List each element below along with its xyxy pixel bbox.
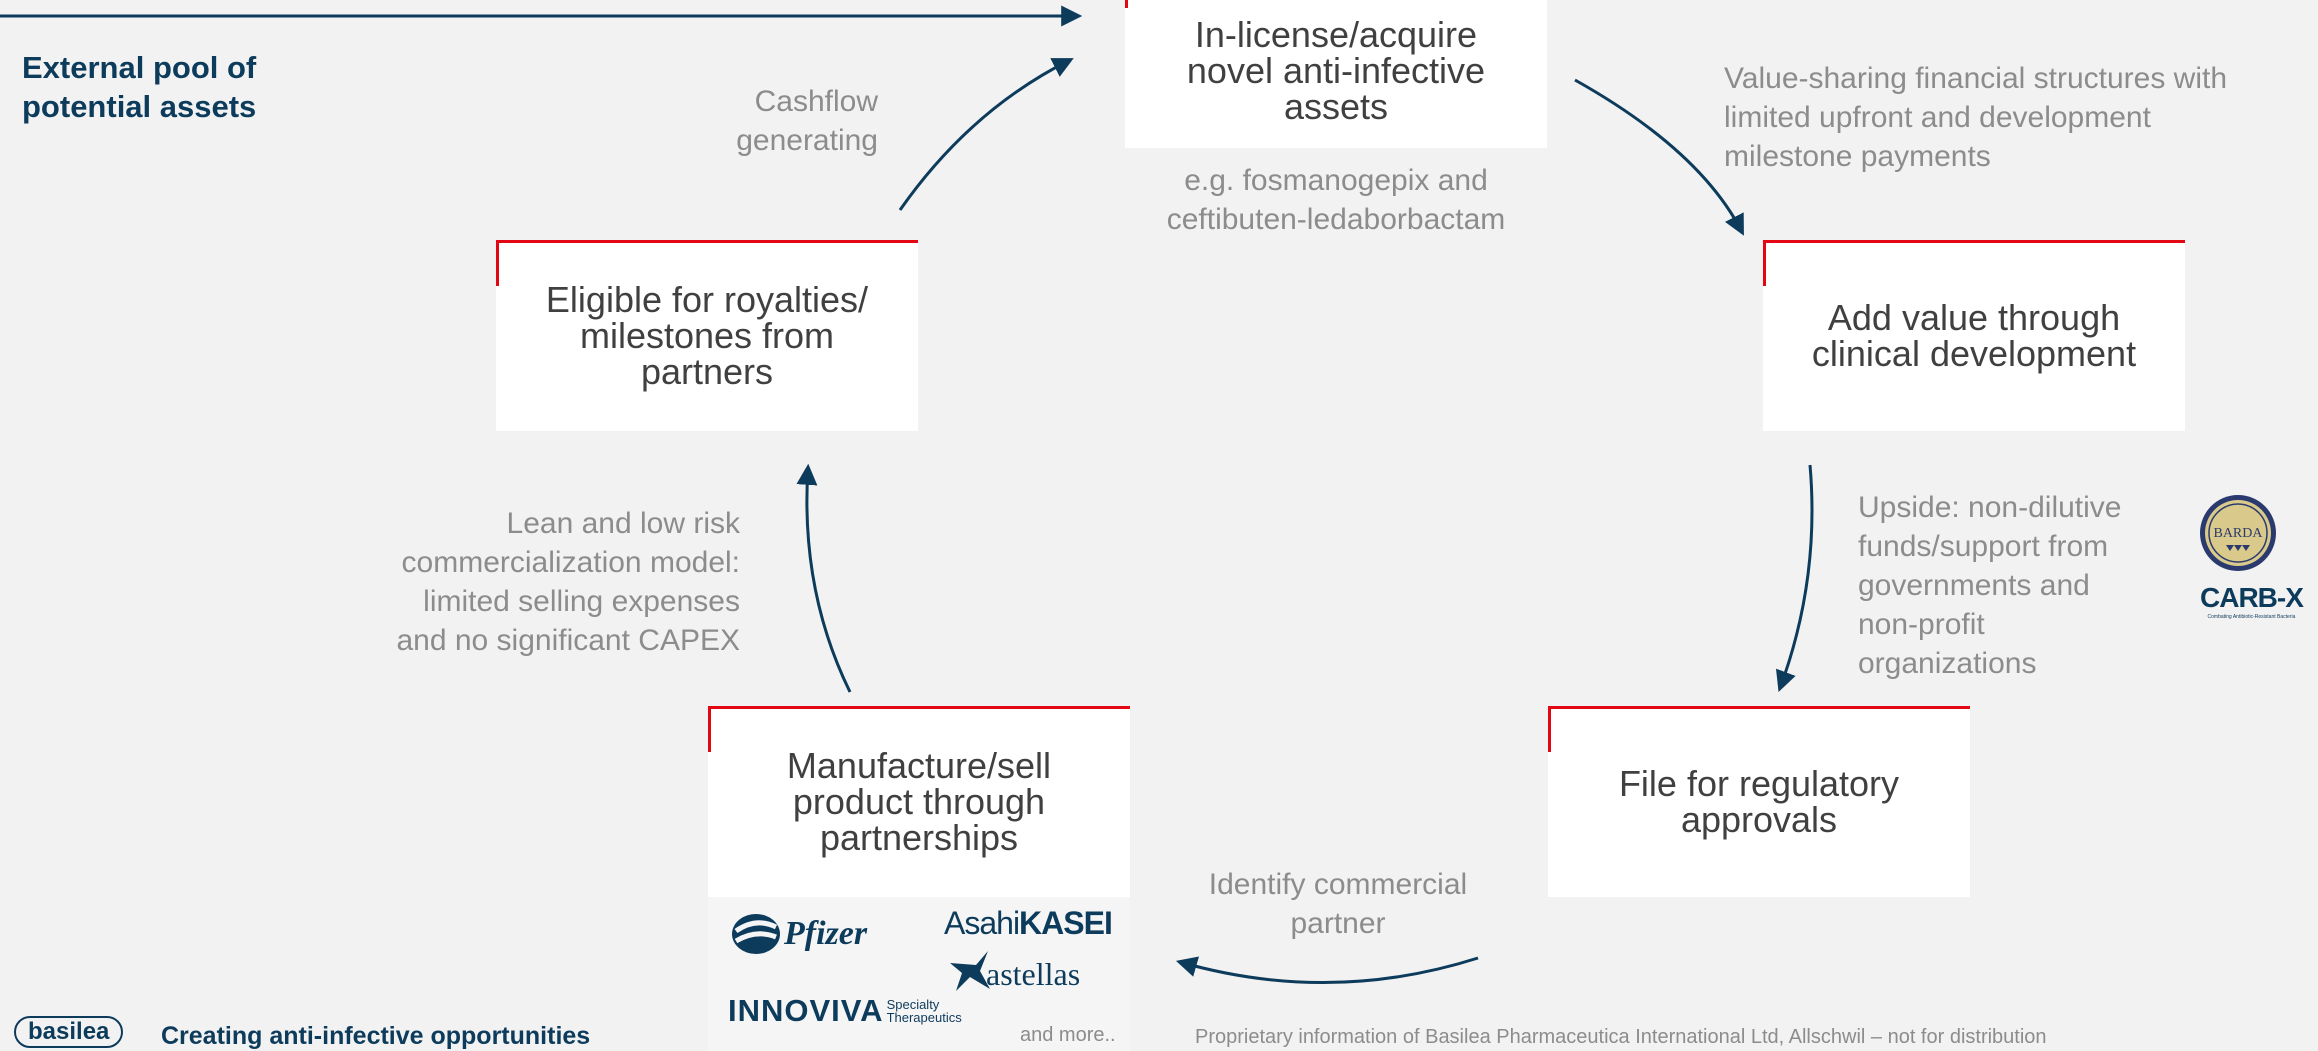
step-royalties-box: Eligible for royalties/ milestones from … <box>496 240 918 431</box>
barda-seal-icon: BARDA <box>2200 495 2276 571</box>
and-more-text: and more.. <box>1020 1024 1116 1046</box>
arrow-develop-to-file <box>1775 464 1814 692</box>
external-pool-label: External pool of potential assets <box>22 50 257 124</box>
step-manufacture-label: Manufacture/sell product through partner… <box>786 744 1052 858</box>
step-file-regulatory-label: File for regulatory approvals <box>1618 762 1900 840</box>
basilea-logo: basilea <box>14 1016 124 1048</box>
note-examples: e.g. fosmanogepix and ceftibuten-ledabor… <box>1166 164 1506 236</box>
astellas-wordmark: astellas <box>986 956 1081 992</box>
step-manufacture-box: Manufacture/sell product through partner… <box>708 706 1130 897</box>
note-lean-model: Lean and low risk commercialization mode… <box>396 507 740 657</box>
arrow-inlicense-to-develop <box>1574 78 1744 236</box>
basilea-wordmark: basilea <box>28 1018 110 1045</box>
carbx-subtitle: Combating Antibiotic-Resistant Bacteria <box>2207 614 2296 620</box>
barda-seal-text: BARDA <box>2213 526 2263 541</box>
asahi-kasei-logo: AsahiKASEI <box>944 905 1113 942</box>
partner-logos: Pfizer AsahiKASEI astellas INNOVIVA Spec… <box>708 897 1130 1051</box>
note-value-sharing: Value-sharing financial structures with … <box>1724 62 2228 173</box>
innoviva-subtitle: Specialty Therapeutics <box>886 997 962 1025</box>
astellas-logo: astellas <box>946 949 1080 993</box>
step-add-value-label: Add value through clinical development <box>1811 296 2137 374</box>
innoviva-wordmark: INNOVIVA <box>728 993 884 1028</box>
pfizer-logo: Pfizer <box>730 911 867 957</box>
step-add-value-box: Add value through clinical development <box>1763 240 2185 431</box>
arrow-file-to-manufacture <box>1175 956 1479 984</box>
step-file-regulatory-box: File for regulatory approvals <box>1548 706 1970 897</box>
barda-seal: BARDA <box>2198 493 2278 578</box>
note-cashflow: Cashflow generating <box>736 85 878 157</box>
note-identify-partner: Identify commercial partner <box>1208 868 1468 940</box>
astellas-star-icon <box>950 951 990 991</box>
footer-tagline: Creating anti-infective opportunities <box>161 1022 591 1050</box>
footer-disclaimer: Proprietary information of Basilea Pharm… <box>1195 1026 2047 1048</box>
arrow-manufacture-to-royalties <box>796 463 852 693</box>
innoviva-logo: INNOVIVA Specialty Therapeutics <box>728 993 962 1029</box>
kasei-wordmark: KASEI <box>1019 905 1113 941</box>
pfizer-mark-icon <box>732 914 780 954</box>
carbx-wordmark: CARB-X <box>2200 582 2304 613</box>
pfizer-wordmark: Pfizer <box>784 915 868 952</box>
step-inlicense-box: In-license/acquire novel anti-infective … <box>1125 0 1547 148</box>
note-upside: Upside: non-dilutive funds/support from … <box>1858 491 2122 680</box>
carbx-logo: CARB-X Combating Antibiotic-Resistant Ba… <box>2200 582 2304 620</box>
step-royalties-label: Eligible for royalties/ milestones from … <box>545 278 869 392</box>
asahi-wordmark: Asahi <box>944 905 1020 941</box>
step-inlicense-label: In-license/acquire novel anti-infective … <box>1186 14 1486 127</box>
arrow-royalties-to-inlicense <box>898 58 1074 211</box>
